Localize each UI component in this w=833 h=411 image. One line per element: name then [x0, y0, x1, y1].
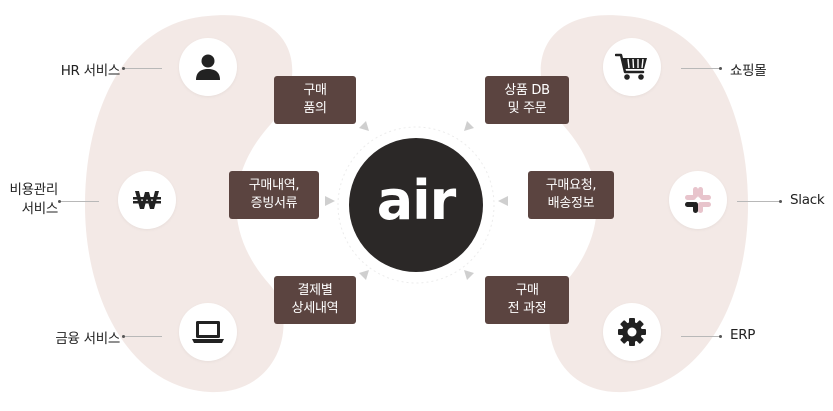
slack-node	[669, 171, 727, 229]
laptop-icon	[192, 321, 224, 343]
flow-arrows	[325, 121, 508, 280]
hr-service-label: HR 서비스	[60, 63, 121, 79]
arrow-right-bottom	[464, 270, 474, 280]
slack-connector-line	[737, 201, 779, 202]
person-icon	[196, 54, 220, 80]
arrow-right-mid	[498, 196, 508, 206]
flow-product-db: 상품 DB 및 주문	[485, 76, 569, 124]
finance-connector-dot	[122, 335, 125, 338]
right-band	[540, 15, 748, 393]
erp-label: ERP	[730, 327, 756, 343]
shopping-connector-line	[681, 68, 719, 69]
flow-line: 구매	[303, 83, 327, 98]
flow-line: 상세내역	[291, 301, 339, 316]
finance-connector-line	[125, 336, 162, 337]
arrow-left-bottom	[359, 270, 369, 280]
shopping-connector-dot	[719, 67, 722, 70]
flow-purchase-history: 구매내역, 증빙서류	[229, 171, 319, 219]
flow-line: 구매	[515, 283, 539, 298]
center-ring	[337, 126, 495, 284]
flow-line: 상품 DB	[504, 83, 550, 98]
flow-line: 및 주문	[507, 101, 547, 116]
left-band	[85, 15, 293, 393]
flow-line: 배송정보	[547, 196, 595, 211]
flow-line: 전 과정	[507, 301, 547, 316]
shopping-cart-icon	[615, 53, 647, 80]
hr-connector-dot	[122, 67, 125, 70]
arrow-right-top	[464, 121, 474, 131]
expense-connector-dot	[58, 200, 61, 203]
air-logo: air	[349, 138, 483, 272]
flow-line: 품의	[303, 101, 327, 116]
slack-label: Slack	[790, 192, 825, 208]
expense-label-line2: 서비스	[21, 201, 59, 217]
erp-connector-line	[681, 336, 719, 337]
expense-label-line1: 비용관리	[9, 182, 59, 198]
finance-service-node	[179, 303, 237, 361]
flow-line: 결제별	[297, 283, 333, 298]
expense-connector-line	[61, 201, 99, 202]
logo-text: air	[376, 169, 457, 232]
flow-purchase-request: 구매요청, 배송정보	[528, 171, 614, 219]
expense-service-node	[118, 171, 176, 229]
erp-node	[603, 303, 661, 361]
arrow-left-top	[359, 121, 369, 131]
flow-line: 구매내역,	[248, 178, 300, 193]
flow-line: 증빙서류	[250, 196, 298, 211]
gear-icon	[618, 318, 646, 346]
expense-service-label: 비용관리 서비스	[0, 181, 59, 219]
slack-connector-dot	[779, 200, 782, 203]
hr-service-node	[179, 38, 237, 96]
hr-connector-line	[125, 68, 162, 69]
erp-connector-dot	[719, 335, 722, 338]
arrow-left-mid	[325, 196, 335, 206]
flow-line: 구매요청,	[545, 178, 597, 193]
shopping-mall-node	[603, 38, 661, 96]
shopping-mall-label: 쇼핑몰	[730, 63, 767, 79]
finance-service-label: 금융 서비스	[55, 331, 120, 347]
won-icon	[133, 191, 161, 209]
slack-icon	[685, 187, 711, 213]
